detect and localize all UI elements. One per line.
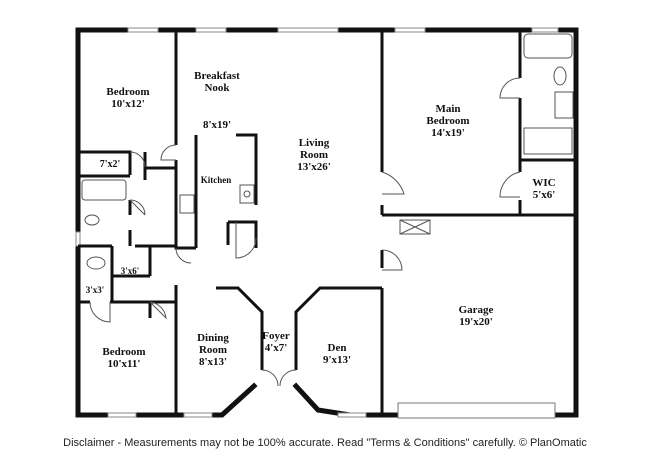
main-bath-vanity (554, 91, 574, 119)
stove (239, 184, 255, 204)
main-bedroom-line1: Main (435, 103, 460, 115)
breakfast-nook-line2: Nook (204, 82, 230, 94)
main-bedroom-dims: 14'x19' (431, 127, 465, 139)
den-dims: 9'x13' (323, 354, 351, 366)
kitchen-dims: 8'x19' (203, 119, 231, 131)
dining-room-line1: Dining (197, 332, 229, 344)
garage-door (397, 402, 556, 419)
closet-3x3: 3'x3' (86, 285, 105, 295)
toilet (84, 214, 100, 226)
fridge (179, 194, 195, 214)
shower (523, 127, 573, 155)
bedroom-top-name: Bedroom (106, 86, 149, 98)
dining-room-dims: 8'x13' (199, 356, 227, 368)
door-swings (89, 77, 521, 387)
wic-dims: 5'x6' (533, 189, 556, 201)
bathtub (81, 179, 127, 201)
dining-room-line2: Room (199, 344, 227, 356)
main-bath-tub (523, 33, 573, 59)
foyer-dims: 4'x7' (265, 342, 288, 354)
windows (75, 27, 559, 418)
main-bedroom-line2: Bedroom (426, 115, 469, 127)
wic-name: WIC (532, 177, 555, 189)
garage-name: Garage (459, 304, 494, 316)
bedroom-bottom-name: Bedroom (102, 346, 145, 358)
fixtures (81, 33, 574, 270)
burner-icon (243, 190, 251, 198)
bedroom-top-dims: 10'x12' (111, 98, 145, 110)
sink (86, 256, 106, 270)
main-bath-toilet (553, 66, 567, 86)
living-room-line2: Room (300, 149, 328, 161)
living-room-line1: Living (299, 137, 330, 149)
closet-7x2: 7'x2' (100, 159, 121, 170)
water-heater (399, 219, 431, 235)
room-labels: Bedroom 10'x12' Breakfast Nook 8'x19' Ki… (86, 70, 556, 370)
foyer-name: Foyer (262, 330, 290, 342)
bedroom-bottom-dims: 10'x11' (107, 358, 140, 370)
garage-dims: 19'x20' (459, 316, 493, 328)
kitchen-name: Kitchen (201, 175, 232, 185)
closet-3x6: 3'x6' (121, 266, 140, 276)
living-room-dims: 13'x26' (297, 161, 331, 173)
disclaimer-text: Disclaimer - Measurements may not be 100… (63, 437, 587, 449)
breakfast-nook-line1: Breakfast (194, 70, 240, 82)
den-name: Den (328, 342, 347, 354)
